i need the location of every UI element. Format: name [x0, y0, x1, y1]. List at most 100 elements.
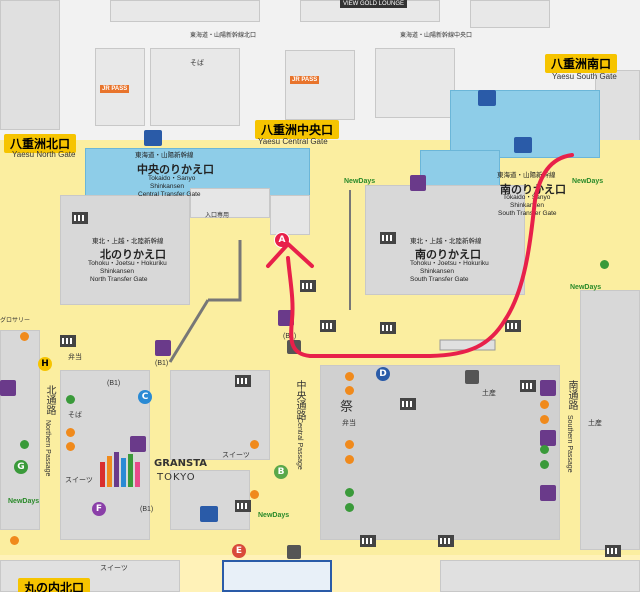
central-transfer-jp: 中央のりかえ口: [137, 163, 214, 176]
view-lounge-sign: VIEW GOLD LOUNGE: [340, 0, 408, 8]
central-passage-jp: 中央通路: [294, 380, 305, 420]
sweets-label-2: スイーツ: [222, 452, 250, 459]
locker-icon: [130, 436, 146, 452]
escalator-icon: [235, 500, 251, 512]
newdays-label-2: NewDays: [572, 178, 604, 185]
marker-g: G: [14, 460, 28, 474]
exit-yaesu-central-label: 八重洲中央口: [255, 120, 340, 139]
souvenir-label: 土産: [482, 390, 496, 397]
north-transfer-line3-b: Shinkansen: [420, 268, 454, 275]
central-transfer-line1: 東海道・山陽新幹線: [135, 152, 194, 159]
sweets-label: スイーツ: [65, 477, 93, 484]
grocery-label: グロサリー: [0, 318, 31, 324]
gransta-name: GRANSTA: [154, 458, 208, 469]
road-label-north: 東海道・山陽新幹線北口: [190, 33, 257, 39]
escalator-icon: [380, 322, 396, 334]
north-transfer-line3: Shinkansen: [100, 268, 134, 275]
jr-pass-sign: JR PASS: [100, 85, 130, 93]
north-transfer-line1: 東北・上越・北陸新幹線: [92, 238, 164, 245]
exit-yaesu-north-en: Yaesu North Gate: [12, 150, 76, 159]
toilet-icon: [200, 506, 218, 522]
shop-marker: [66, 395, 75, 404]
central-shops-block: [320, 365, 560, 540]
toilet-icon: [144, 130, 162, 146]
shop-marker: [600, 260, 609, 269]
north-transfer-jp: 北のりかえ口: [100, 248, 166, 261]
soba-label-2: そば: [190, 60, 204, 67]
shop-marker: [345, 372, 354, 381]
shop-marker: [345, 440, 354, 449]
central-passage-en: Central Passage: [296, 418, 303, 470]
escalator-icon: [320, 320, 336, 332]
shop-marker: [250, 490, 259, 499]
b1-label: (B1): [155, 360, 169, 367]
shop-marker: [345, 503, 354, 512]
soba-label: そば: [68, 412, 82, 419]
central-stairs-block: [270, 195, 310, 235]
shop-marker: [20, 332, 29, 341]
locker-icon: [155, 340, 171, 356]
newdays-label-5: NewDays: [258, 512, 290, 519]
south-passage-en: Southern Passage: [566, 415, 573, 473]
jr-pass-sign-2: JR PASS: [290, 76, 320, 84]
bottom-block: [222, 560, 332, 592]
shop-marker: [250, 440, 259, 449]
marker-b: B: [274, 465, 288, 479]
north-transfer-line2: Tohoku・Joetsu・Hokuriku: [88, 260, 167, 267]
central-transfer-line2: Tokaido・Sanyo: [148, 175, 196, 182]
bento-label-2: 弁当: [342, 420, 356, 427]
locker-icon: [0, 380, 16, 396]
building-block: [470, 0, 550, 28]
toilet-icon: [478, 90, 496, 106]
road-label-central: 東海道・山陽新幹線中央口: [400, 33, 473, 39]
exit-yaesu-south-label: 八重洲南口: [545, 54, 618, 73]
escalator-icon: [438, 535, 454, 547]
exit-yaesu-south-en: Yaesu South Gate: [552, 72, 617, 81]
escalator-icon: [380, 232, 396, 244]
escalator-icon: [360, 535, 376, 547]
b1-label-2: (B1): [107, 380, 121, 387]
shop-marker: [540, 415, 549, 424]
toilet-icon: [514, 137, 532, 153]
building-block-nw: [0, 0, 60, 130]
locker-icon: [540, 485, 556, 501]
marker-c: C: [138, 390, 152, 404]
marker-e: E: [232, 544, 246, 558]
escalator-icon: [60, 335, 76, 347]
north-transfer-line2-b: Tohoku・Joetsu・Hokuriku: [410, 260, 489, 267]
shop-marker: [345, 386, 354, 395]
escalator-icon: [520, 380, 536, 392]
info-icon: [465, 370, 479, 384]
central-block: [190, 188, 270, 218]
walkway-line: [208, 240, 242, 302]
souvenir-label-2: 土産: [588, 420, 602, 427]
south-transfer-line1: 東海道・山陽新幹線: [497, 172, 556, 179]
exit-yaesu-central-en: Yaesu Central Gate: [258, 137, 328, 146]
escalator-icon: [505, 320, 521, 332]
central-transfer-line3: Shinkansen: [150, 183, 184, 190]
building-block: [375, 48, 455, 118]
locker-icon: [540, 430, 556, 446]
shop-marker: [10, 536, 19, 545]
north-passage-jp: 北通路: [44, 385, 55, 415]
south-transfer-line4-b: South Transfer Gate: [410, 276, 469, 283]
building-block: [285, 50, 355, 120]
locker-icon: [540, 380, 556, 396]
bento-label: 弁当: [68, 354, 82, 361]
escalator-icon: [300, 280, 316, 292]
marker-d: D: [376, 367, 390, 381]
newdays-label: NewDays: [344, 178, 376, 185]
south-passage-jp: 南通路: [566, 380, 577, 410]
south-transfer-line4: South Transfer Gate: [498, 210, 557, 217]
info-icon: [287, 545, 301, 559]
south-transfer-jp-2: 南のりかえ口: [415, 248, 481, 261]
festival-symbol: 祭: [340, 400, 354, 415]
shop-marker: [540, 445, 549, 454]
newdays-label-3: NewDays: [570, 284, 602, 291]
shop-marker: [66, 442, 75, 451]
exit-marunouchi-north-label: 丸の内北口: [18, 578, 91, 592]
exit-yaesu-north-label: 八重洲北口: [4, 134, 77, 153]
newdays-label-4: NewDays: [8, 498, 40, 505]
